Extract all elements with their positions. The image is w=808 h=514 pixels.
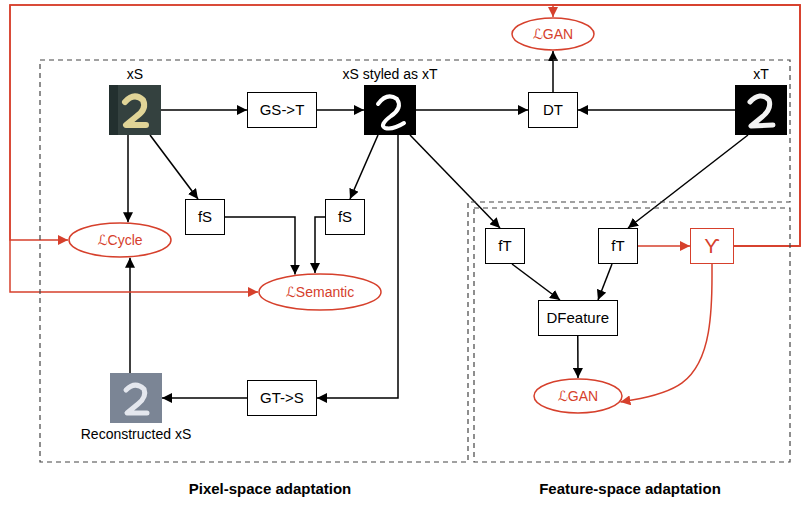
loss-ellipse-shape bbox=[512, 18, 594, 50]
flow-arrow bbox=[410, 135, 500, 228]
picture-ground bbox=[110, 373, 162, 423]
flow-arrow bbox=[350, 135, 378, 199]
feature-extractor-box: fS bbox=[325, 199, 365, 235]
feature-extractor-box: fT bbox=[485, 228, 525, 264]
discriminator-box: DT bbox=[528, 92, 578, 128]
feature-space-region: Feature-space adaptationfTfTϒDFeatureℒGA… bbox=[474, 208, 790, 462]
generator-box: GT->S bbox=[247, 380, 317, 416]
loss-connector bbox=[10, 5, 800, 246]
feature-extractor-box: fS bbox=[185, 199, 225, 235]
flow-arrow bbox=[317, 109, 364, 111]
region-title: Feature-space adaptation bbox=[539, 480, 721, 498]
loss-label: ℒGAN bbox=[558, 387, 598, 405]
flow-arrow bbox=[577, 336, 579, 378]
feature-extractor-box: fT bbox=[598, 228, 638, 264]
target-image: xT bbox=[735, 85, 787, 135]
box-label: fS bbox=[338, 208, 352, 226]
flow-arrow bbox=[161, 109, 247, 111]
flow-arrow bbox=[628, 135, 748, 228]
digit-stroke bbox=[378, 96, 404, 128]
loss-connector bbox=[638, 245, 690, 247]
box-label: ϒ bbox=[704, 235, 719, 257]
flow-arrow bbox=[317, 135, 398, 398]
digit-stroke bbox=[125, 96, 146, 125]
picture-ground bbox=[735, 85, 787, 135]
flow-arrow bbox=[315, 217, 325, 273]
dashed-outline bbox=[474, 208, 790, 462]
image-caption: xT bbox=[753, 66, 769, 82]
pixel-space-region: Pixel-space adaptationxSGS->TxS styled a… bbox=[40, 60, 790, 462]
box-label: fT bbox=[611, 237, 624, 255]
source-image: xS bbox=[109, 85, 161, 135]
generator-box: GS->T bbox=[247, 92, 317, 128]
digit-stroke bbox=[750, 96, 773, 126]
flow-arrow bbox=[578, 109, 735, 111]
box-label: DFeature bbox=[547, 309, 610, 327]
loss-label: ℒCycle bbox=[97, 231, 142, 249]
digit-picture bbox=[364, 85, 416, 135]
flow-arrow bbox=[162, 397, 247, 399]
box-label: fS bbox=[198, 208, 212, 226]
image-caption: xS styled as xT bbox=[343, 66, 438, 82]
loss-ellipse-shape bbox=[69, 223, 171, 257]
picture-ground bbox=[109, 85, 161, 135]
picture-shade bbox=[109, 85, 118, 135]
digit-stroke bbox=[126, 385, 147, 413]
loss-ellipse-shape bbox=[534, 379, 622, 413]
stylized-image: xS styled as xT bbox=[364, 85, 416, 135]
flow-arrow bbox=[129, 258, 131, 373]
flow-arrow bbox=[416, 109, 528, 111]
flow-arrow bbox=[150, 135, 198, 199]
flow-arrow bbox=[512, 264, 560, 300]
box-label: GT->S bbox=[260, 389, 304, 407]
loss-label: ℒGAN bbox=[533, 25, 573, 43]
loss-ellipse: ℒGAN bbox=[511, 17, 595, 51]
dashed-outline bbox=[40, 60, 790, 462]
picture-ground bbox=[364, 85, 416, 135]
flow-arrow bbox=[552, 51, 554, 92]
box-label: fT bbox=[498, 237, 511, 255]
discriminator-box: DFeature bbox=[538, 300, 619, 336]
loss-ellipse: ℒSemantic bbox=[258, 273, 382, 311]
digit-picture bbox=[109, 85, 161, 135]
loss-ellipse: ℒCycle bbox=[68, 222, 172, 258]
loss-label: ℒSemantic bbox=[286, 283, 354, 301]
flow-arrow bbox=[225, 217, 295, 275]
box-label: DT bbox=[543, 101, 563, 119]
image-caption: Reconstructed xS bbox=[81, 426, 192, 442]
reconstructed-image: Reconstructed xS bbox=[110, 373, 162, 423]
loss-ellipse: ℒGAN bbox=[533, 378, 623, 414]
digit-picture bbox=[110, 373, 162, 423]
box-label: GS->T bbox=[260, 101, 305, 119]
regularizer-box: ϒ bbox=[690, 228, 734, 264]
image-caption: xS bbox=[127, 66, 143, 82]
flow-arrow bbox=[598, 264, 612, 300]
loss-connector bbox=[620, 264, 712, 402]
flow-arrow bbox=[127, 135, 129, 222]
region-title: Pixel-space adaptation bbox=[189, 480, 352, 498]
loss-connector bbox=[10, 5, 800, 292]
loss-ellipse-shape bbox=[259, 274, 381, 310]
digit-picture bbox=[735, 85, 787, 135]
